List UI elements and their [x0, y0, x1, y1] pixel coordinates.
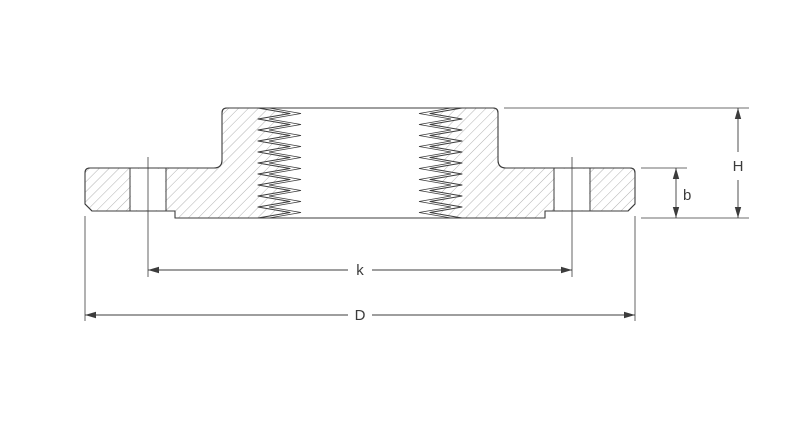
dimension-D: D — [85, 307, 635, 324]
arrowhead — [734, 108, 742, 119]
arrowhead — [672, 207, 680, 218]
dimension-label-k: k — [356, 262, 364, 279]
arrowhead — [148, 266, 159, 274]
dimension-H: H — [733, 108, 744, 218]
arrowhead — [734, 207, 742, 218]
thread-profile-left — [268, 107, 302, 219]
section-hatch-left — [84, 107, 291, 219]
dimension-k: k — [148, 262, 572, 279]
dimension-b: b — [672, 168, 691, 218]
dimension-label-D: D — [355, 307, 366, 324]
arrowhead — [672, 168, 680, 179]
thread-profile-right — [418, 107, 452, 219]
section-hatch-right — [429, 107, 636, 219]
arrowhead — [561, 266, 572, 274]
arrowhead — [624, 311, 635, 319]
arrowhead — [85, 311, 96, 319]
dimension-label-H: H — [733, 158, 744, 175]
dimension-label-b: b — [683, 187, 691, 204]
